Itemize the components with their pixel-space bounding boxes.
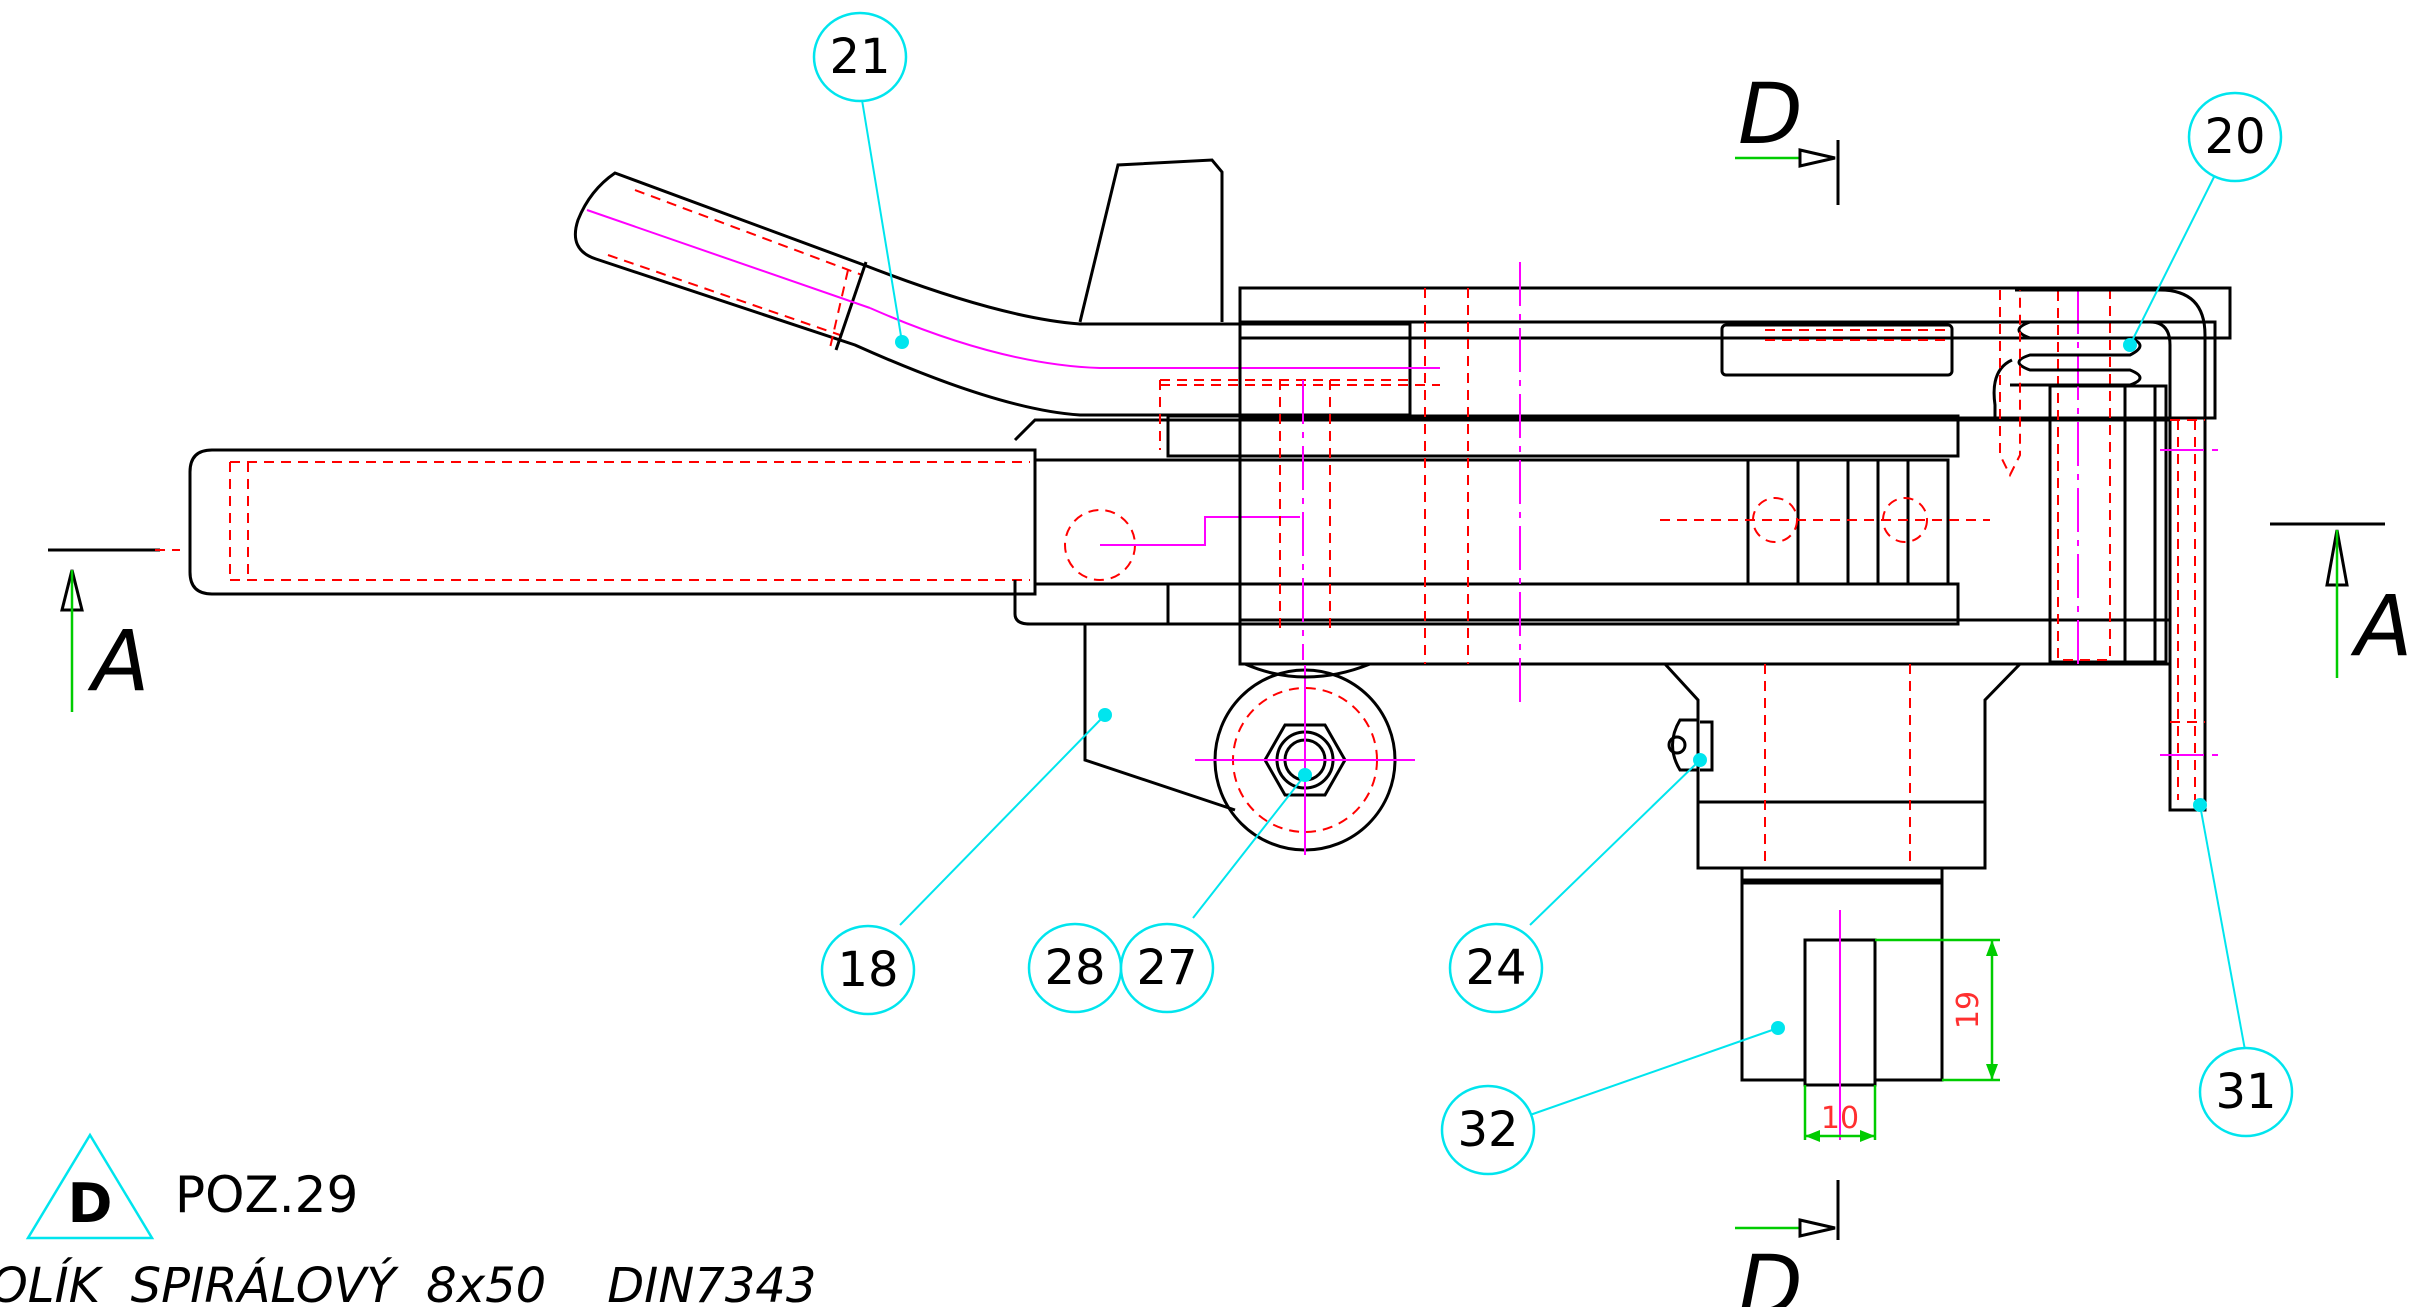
clamp-top	[1078, 158, 1224, 323]
lower-housing	[1663, 662, 2022, 885]
balloon-28: 28	[1027, 922, 1123, 1014]
balloon-18: 18	[820, 924, 916, 1016]
section-d-top: D	[1735, 65, 1840, 205]
nut-27-28	[1195, 662, 1415, 855]
handle-lower	[188, 448, 1037, 596]
frame	[1159, 262, 2232, 705]
note-block: D POZ.29 OLÍK SPIRÁLOVÝ 8x50 DIN7343	[0, 1132, 816, 1307]
balloon-27: 27	[1119, 922, 1215, 1014]
section-label-d-bottom: D	[1738, 1237, 1803, 1307]
note-position: POZ.29	[175, 1166, 358, 1224]
dimensions: 19 10	[1803, 938, 2000, 1142]
balloon-24: 24	[1448, 922, 1544, 1014]
balloon-label-32: 32	[1457, 1102, 1518, 1158]
balloon-label-21: 21	[829, 29, 890, 85]
balloon-label-24: 24	[1465, 940, 1526, 996]
spring-20	[1992, 288, 2225, 812]
balloon-label-18: 18	[837, 942, 898, 998]
triangle-marker	[25, 1132, 155, 1240]
section-a-left: A	[48, 548, 180, 712]
leaders	[861, 99, 2246, 1116]
dimension-height-19: 19	[1951, 991, 1986, 1029]
balloon-label-28: 28	[1044, 940, 1105, 996]
fork-32	[1740, 878, 1944, 1140]
note-description: OLÍK SPIRÁLOVÝ 8x50 DIN7343	[0, 1257, 816, 1307]
balloon-21: 21	[812, 11, 908, 103]
section-a-right: A	[2270, 522, 2412, 678]
balloon-32: 32	[1440, 1084, 1536, 1176]
section-label-d-top: D	[1738, 65, 1803, 163]
balloon-31: 31	[2198, 1046, 2294, 1138]
note-triangle-letter: D	[68, 1172, 113, 1235]
section-label-a-left: A	[87, 612, 149, 710]
balloon-20: 20	[2187, 91, 2283, 183]
section-label-a-right: A	[2350, 577, 2412, 675]
dimension-width-10: 10	[1821, 1101, 1859, 1136]
lever-21	[573, 171, 1440, 417]
balloon-label-20: 20	[2204, 109, 2265, 165]
section-d-bottom: D	[1735, 1180, 1840, 1307]
balloon-label-27: 27	[1136, 940, 1197, 996]
balloon-label-31: 31	[2215, 1064, 2276, 1120]
